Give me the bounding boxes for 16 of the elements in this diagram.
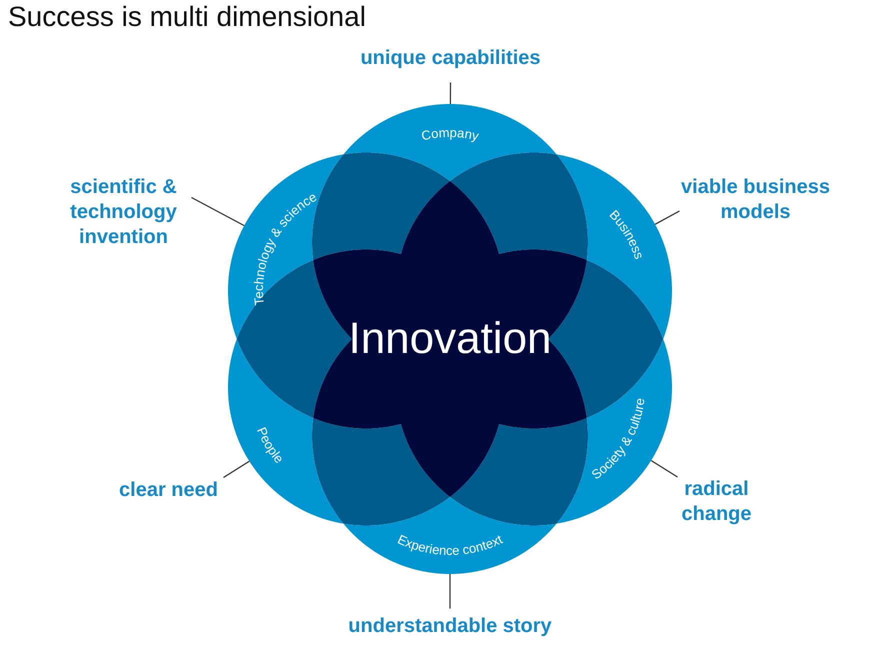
leader-line xyxy=(191,196,244,226)
leader-line xyxy=(223,460,250,478)
leader-line xyxy=(450,82,452,104)
leader-line xyxy=(654,210,680,225)
outer-label: understandable story xyxy=(347,614,553,639)
leader-line xyxy=(449,574,451,608)
leader-line xyxy=(650,460,678,478)
outer-label: scientific & technology invention xyxy=(69,175,178,250)
circle-label: Experience context xyxy=(395,532,505,558)
center-label: Innovation xyxy=(348,314,552,364)
outer-label: unique capabilities xyxy=(359,46,542,71)
circle-label: Company xyxy=(420,124,480,144)
outer-label: radical change xyxy=(680,477,753,527)
outer-label: viable business models xyxy=(680,175,831,225)
outer-label: clear need xyxy=(118,478,219,503)
title: Success is multi dimensional xyxy=(8,1,366,33)
